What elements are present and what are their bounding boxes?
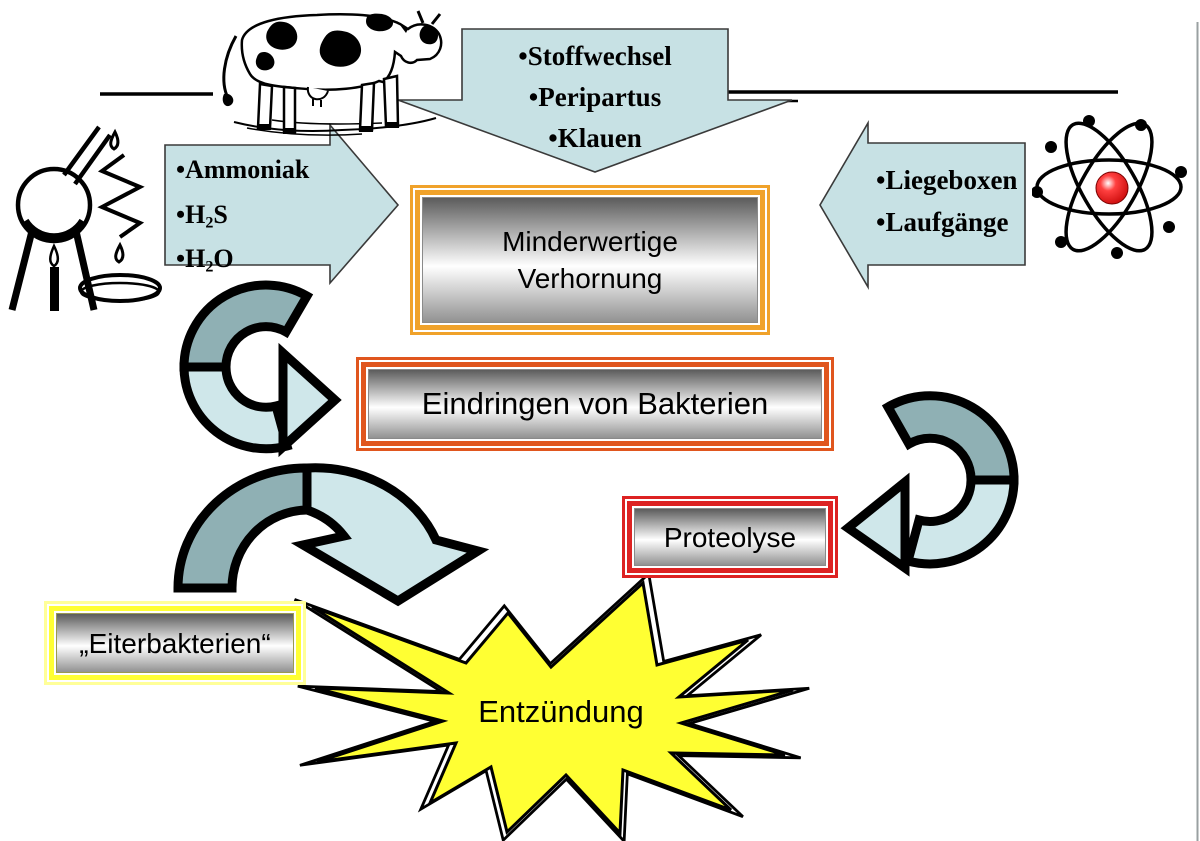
top-arrow-text: •Stoffwechsel •Peripartus •Klauen	[450, 36, 740, 159]
left-block-arrow	[819, 120, 1026, 290]
bullet-item: •Ammoniak	[176, 155, 310, 184]
curved-arrow-to-proteolyse	[840, 391, 1019, 577]
down-block-arrow	[397, 28, 793, 173]
cow-icon	[222, 10, 443, 136]
bullet-item: •H2O	[176, 244, 234, 276]
curved-arrow-to-bakterien	[179, 280, 342, 458]
right-arrow-text: •Liegeboxen •Laufgänge	[876, 159, 1017, 243]
box-label: „Eiterbakterien“	[79, 627, 271, 659]
curved-arrow-to-entzuendung	[173, 463, 490, 607]
bullet-item: •Klauen	[548, 123, 642, 153]
box-label: Proteolyse	[663, 521, 797, 553]
box-label-line2: Verhornung	[517, 263, 663, 294]
box-minderwertige-verhornung: Minderwertige Verhornung	[410, 185, 770, 335]
bullet-item: •Laufgänge	[876, 207, 1009, 237]
atom-icon	[1032, 115, 1187, 259]
bullet-item: •H2S	[176, 199, 228, 232]
bullet-item: •Peripartus	[528, 82, 662, 112]
bullet-item: •Stoffwechsel	[518, 41, 672, 71]
box-label-line1: Minderwertige	[502, 226, 678, 257]
box-proteolyse: Proteolyse	[622, 496, 838, 578]
star-label: Entzündung	[478, 694, 644, 729]
box-eiterbakterien: „Eiterbakterien“	[44, 601, 306, 685]
bullet-item: •Liegeboxen	[876, 165, 1018, 195]
box-eindringen-von-bakterien: Eindringen von Bakterien	[356, 357, 834, 451]
left-arrow-text: •Ammoniak •H2S •H2O	[176, 152, 309, 286]
distillation-apparatus-icon	[8, 125, 162, 311]
box-label: Eindringen von Bakterien	[421, 386, 769, 421]
right-block-arrow	[164, 122, 400, 286]
